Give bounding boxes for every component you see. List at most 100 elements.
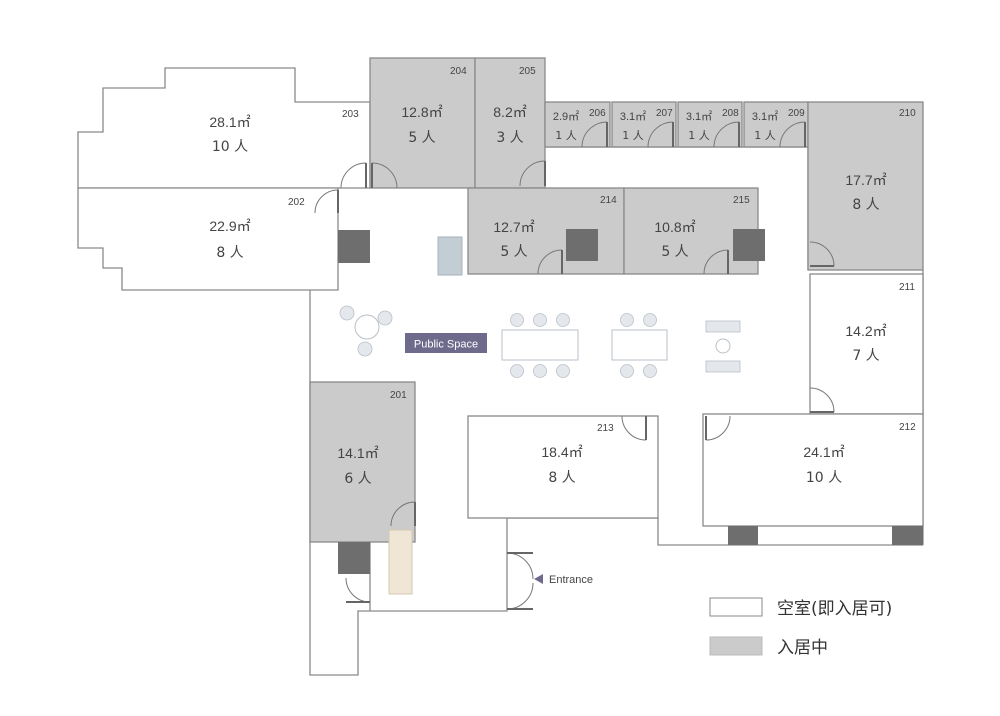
room-capacity: 6 人 — [344, 471, 371, 487]
room-208[interactable]: 208 3.1㎡ 1 人 — [677, 101, 743, 148]
table — [611, 329, 668, 361]
door-icon[interactable] — [809, 241, 835, 267]
room-capacity: 5 人 — [661, 244, 688, 260]
door-icon[interactable] — [519, 160, 546, 187]
entrance-arrow-icon — [534, 574, 543, 584]
storage-fixture — [388, 529, 413, 595]
room-area: 3.1㎡ — [686, 110, 712, 123]
room-number: 208 — [722, 108, 739, 119]
pillar — [728, 526, 758, 545]
door-icon[interactable] — [390, 501, 416, 527]
room-capacity: 7 人 — [852, 348, 879, 364]
chair — [556, 313, 570, 327]
pillar — [892, 526, 923, 545]
pillars — [338, 229, 923, 574]
room-210[interactable]: 210 17.7㎡ 8 人 — [807, 101, 924, 271]
room-number: 213 — [597, 423, 614, 434]
door-icon[interactable] — [340, 162, 398, 189]
chair — [620, 364, 634, 378]
room-207[interactable]: 207 3.1㎡ 1 人 — [611, 101, 677, 148]
room-number: 201 — [390, 390, 407, 401]
room-area: 17.7㎡ — [845, 172, 886, 188]
round-table — [354, 314, 380, 340]
sofa — [705, 320, 741, 333]
room-203[interactable]: 203 28.1㎡ 10 人 — [77, 67, 371, 189]
room-205[interactable]: 205 8.2㎡ 3 人 — [474, 57, 546, 189]
room-202[interactable]: 202 22.9㎡ 8 人 — [77, 187, 339, 291]
chair — [357, 341, 373, 357]
door-icon[interactable] — [705, 415, 731, 441]
room-area: 12.7㎡ — [493, 219, 534, 235]
room-area: 12.8㎡ — [401, 104, 442, 120]
legend-label-vacant: 空室(即入居可) — [777, 599, 892, 619]
chair — [339, 305, 355, 321]
door-icon[interactable] — [537, 249, 563, 275]
locker-fixture — [437, 236, 463, 276]
room-area: 8.2㎡ — [493, 104, 526, 120]
pillar — [338, 542, 370, 574]
round-table — [715, 338, 731, 354]
room-capacity: 10 人 — [212, 139, 248, 155]
room-number: 205 — [519, 66, 536, 77]
room-capacity: 10 人 — [806, 470, 842, 486]
room-area: 10.8㎡ — [654, 219, 695, 235]
legend-swatch-vacant — [709, 597, 763, 617]
public-space-text: Public Space — [414, 339, 478, 351]
room-area: 22.9㎡ — [209, 218, 250, 234]
legend-item-occupied: 入居中 — [709, 636, 828, 658]
chair — [620, 313, 634, 327]
door-icon[interactable] — [713, 121, 740, 148]
sofa — [705, 360, 741, 373]
chair — [377, 310, 393, 326]
door-icon[interactable] — [809, 387, 835, 413]
room-number: 202 — [288, 197, 305, 208]
public-space-label: Public Space — [405, 333, 487, 353]
pillar — [566, 229, 598, 261]
room-area: 18.4㎡ — [541, 444, 582, 460]
chair — [533, 313, 547, 327]
door-icon[interactable] — [345, 577, 371, 603]
room-capacity: 8 人 — [852, 197, 879, 213]
door-icon[interactable] — [621, 415, 647, 441]
room-206[interactable]: 206 2.9㎡ 1 人 — [544, 101, 611, 148]
room-number: 206 — [589, 108, 606, 119]
pillar — [733, 229, 765, 261]
room-201[interactable]: 201 14.1㎡ 6 人 — [309, 381, 416, 543]
door-icon[interactable] — [703, 249, 729, 275]
room-211[interactable]: 211 14.2㎡ 7 人 — [809, 273, 924, 415]
room-209[interactable]: 209 3.1㎡ 1 人 — [743, 101, 809, 148]
room-number: 215 — [733, 195, 750, 206]
room-number: 203 — [342, 109, 359, 120]
room-capacity: 1 人 — [754, 129, 776, 142]
door-icon[interactable] — [647, 121, 674, 148]
door-icon[interactable] — [779, 121, 806, 148]
room-capacity: 1 人 — [622, 129, 644, 142]
table — [501, 329, 579, 361]
room-capacity: 5 人 — [408, 130, 435, 146]
entrance-door-icon[interactable] — [506, 552, 534, 610]
chair — [643, 364, 657, 378]
public-space-furniture — [339, 305, 741, 378]
room-204[interactable]: 204 12.8㎡ 5 人 — [369, 57, 476, 189]
room-213[interactable]: 213 18.4㎡ 8 人 — [467, 415, 659, 519]
door-icon[interactable] — [581, 121, 608, 148]
room-area: 3.1㎡ — [752, 110, 778, 123]
chair — [643, 313, 657, 327]
pillar — [338, 230, 370, 263]
room-area: 28.1㎡ — [209, 114, 250, 130]
room-number: 214 — [600, 195, 617, 206]
room-area: 14.2㎡ — [845, 323, 886, 339]
public-space-badge — [405, 333, 487, 353]
room-area: 14.1㎡ — [337, 445, 378, 461]
legend-label-occupied: 入居中 — [777, 638, 828, 658]
room-capacity: 3 人 — [496, 130, 523, 146]
room-capacity: 5 人 — [500, 244, 527, 260]
room-212[interactable]: 212 24.1㎡ 10 人 — [702, 413, 924, 527]
room-number: 210 — [899, 108, 916, 119]
door-icon[interactable] — [314, 189, 339, 214]
room-214[interactable]: 214 12.7㎡ 5 人 — [467, 187, 625, 275]
room-capacity: 1 人 — [688, 129, 710, 142]
room-capacity: 8 人 — [216, 245, 243, 261]
room-area: 24.1㎡ — [803, 444, 844, 460]
